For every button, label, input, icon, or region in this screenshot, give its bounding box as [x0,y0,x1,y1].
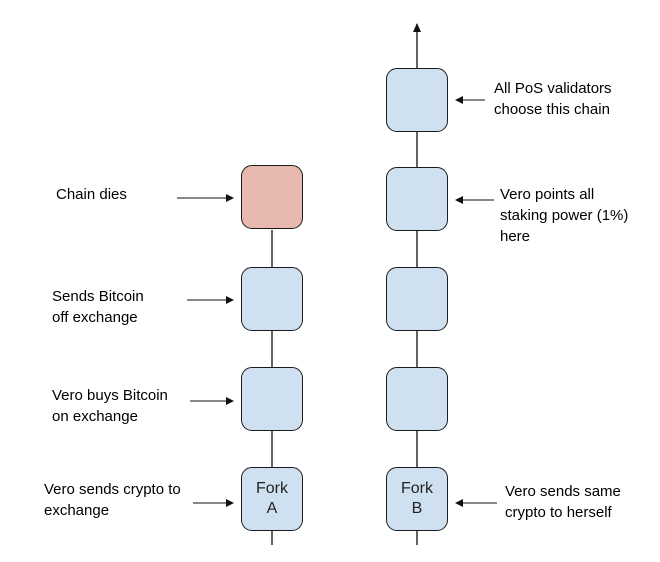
chain-block [241,267,303,331]
label-same-crypto: Vero sends same crypto to herself [505,481,621,523]
dead-chain-block [241,165,303,229]
block-text-line: B [411,500,423,517]
chain-block [386,68,448,132]
label-line: Vero buys Bitcoin [52,387,168,404]
label-line: off exchange [52,309,138,326]
label-line: on exchange [52,408,138,425]
block-text-line: Fork [401,480,433,497]
block-text-line: Fork [256,480,288,497]
label-line: here [500,228,531,245]
label-line: staking power (1%) [500,207,629,224]
label-line: exchange [44,502,110,519]
label-line: All PoS validators [494,80,612,97]
chain-block [241,367,303,431]
fork-a-block: Fork A [241,467,303,531]
label-line: Chain dies [56,186,127,203]
chain-block [386,367,448,431]
label-line: Sends Bitcoin [52,288,144,305]
chain-block [386,167,448,231]
label-line: Vero sends same [505,483,621,500]
block-text-line: A [266,500,278,517]
label-line: Vero points all [500,186,595,203]
label-line: Vero sends crypto to [44,481,181,498]
label-staking-power: Vero points all staking power (1%) here [500,184,628,247]
label-validators: All PoS validators choose this chain [494,78,612,120]
label-line: crypto to herself [505,504,612,521]
label-chain-dies: Chain dies [56,184,127,205]
fork-b-block: Fork B [386,467,448,531]
label-sends-bitcoin: Sends Bitcoin off exchange [52,286,144,328]
label-line: choose this chain [494,101,610,118]
label-sends-crypto: Vero sends crypto to exchange [44,479,181,521]
chain-block [386,267,448,331]
label-buys-bitcoin: Vero buys Bitcoin on exchange [52,385,168,427]
